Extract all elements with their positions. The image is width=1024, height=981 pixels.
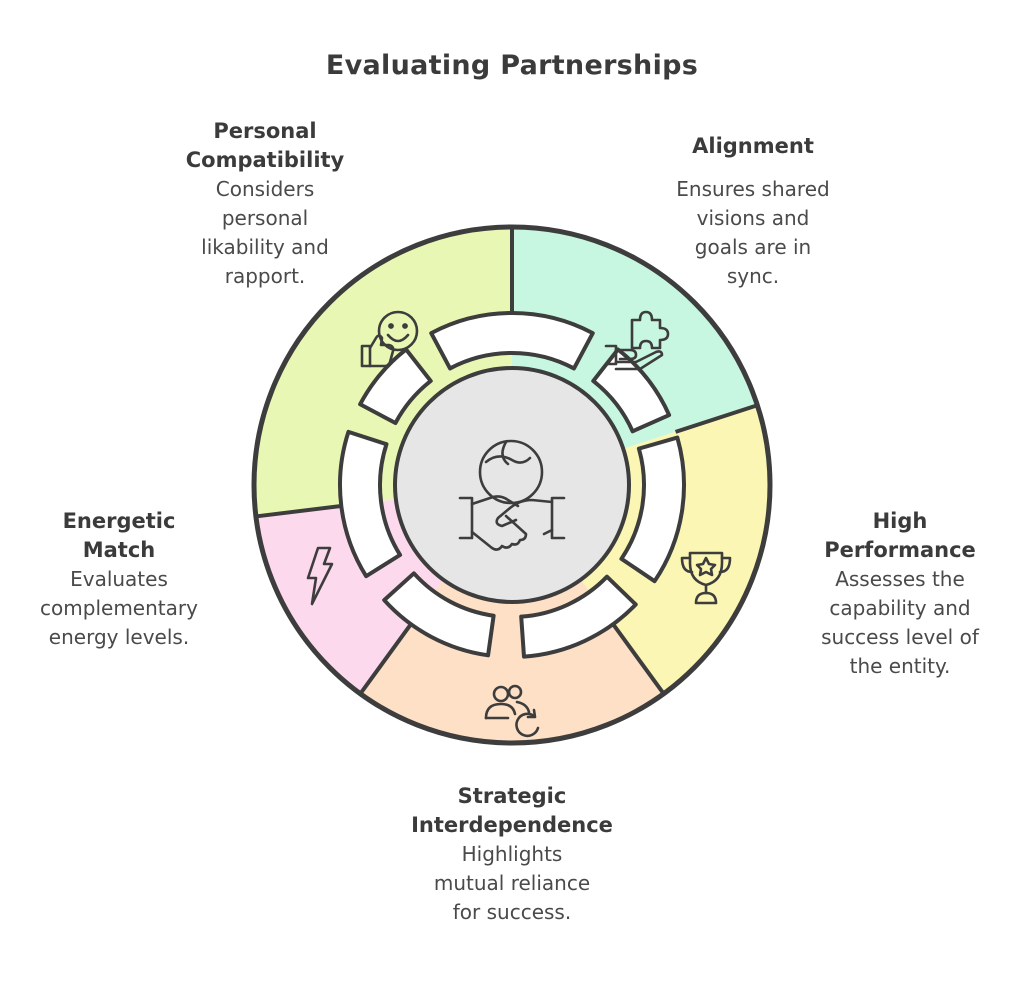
inner-ring-segment — [519, 574, 638, 659]
handshake-globe-icon — [458, 439, 566, 551]
smile-thumbs-up-icon — [360, 310, 419, 368]
label-description-line: success level of — [821, 625, 979, 649]
label-description-line: goals are in — [694, 235, 812, 259]
sector-strategic — [361, 485, 663, 741]
inner-ring-segment — [338, 429, 403, 579]
inner-ring-segment — [619, 435, 686, 584]
label-description-line: Considers — [215, 177, 315, 201]
label-description-line: mutual reliance — [433, 871, 591, 895]
page-title: Evaluating Partnerships — [325, 50, 699, 81]
sector-divider — [674, 403, 757, 434]
label-description-line: capability and — [829, 596, 971, 620]
lightning-icon — [306, 546, 334, 606]
sector-divider — [359, 622, 413, 694]
puzzle-hand-icon — [604, 310, 670, 371]
users-cycle-icon — [484, 684, 540, 738]
center-circle — [393, 366, 631, 604]
label-title-line: Performance — [824, 538, 976, 562]
inner-ring-segment — [429, 311, 595, 371]
label-title-line: Match — [82, 538, 156, 562]
inner-ring-segment — [591, 347, 672, 434]
label-description-line: Evaluates — [70, 567, 168, 591]
label-description-line: the entity. — [849, 654, 951, 678]
label-description-line: rapport. — [224, 264, 306, 288]
label-description-line: complementary — [40, 596, 198, 620]
trophy-icon — [680, 551, 732, 605]
label-title-line: Alignment — [692, 134, 814, 158]
label-title-line: Personal — [213, 119, 317, 143]
label-description-line: energy levels. — [48, 625, 190, 649]
label-description-line: Highlights — [461, 842, 563, 866]
sector-divider — [257, 503, 342, 519]
label-title-line: Interdependence — [411, 813, 613, 837]
label-description-line: sync. — [726, 264, 780, 288]
outer-ring — [251, 224, 773, 746]
label-description-line: Assesses the — [835, 567, 965, 591]
label-description-line: personal — [221, 206, 309, 230]
label-description-line: Ensures shared — [676, 177, 830, 201]
label-title-line: High — [872, 509, 928, 533]
inner-ring-segment — [358, 347, 433, 426]
inner-ring-segment — [382, 571, 496, 658]
label-description-line: visions and — [696, 206, 810, 230]
sector-divider — [611, 622, 665, 694]
label-title-line: Strategic — [457, 784, 567, 808]
label-description-line: likability and — [201, 235, 329, 259]
label-title-line: Compatibility — [185, 148, 345, 172]
label-description-line: for success. — [452, 900, 572, 924]
label-title-line: Energetic — [62, 509, 176, 533]
